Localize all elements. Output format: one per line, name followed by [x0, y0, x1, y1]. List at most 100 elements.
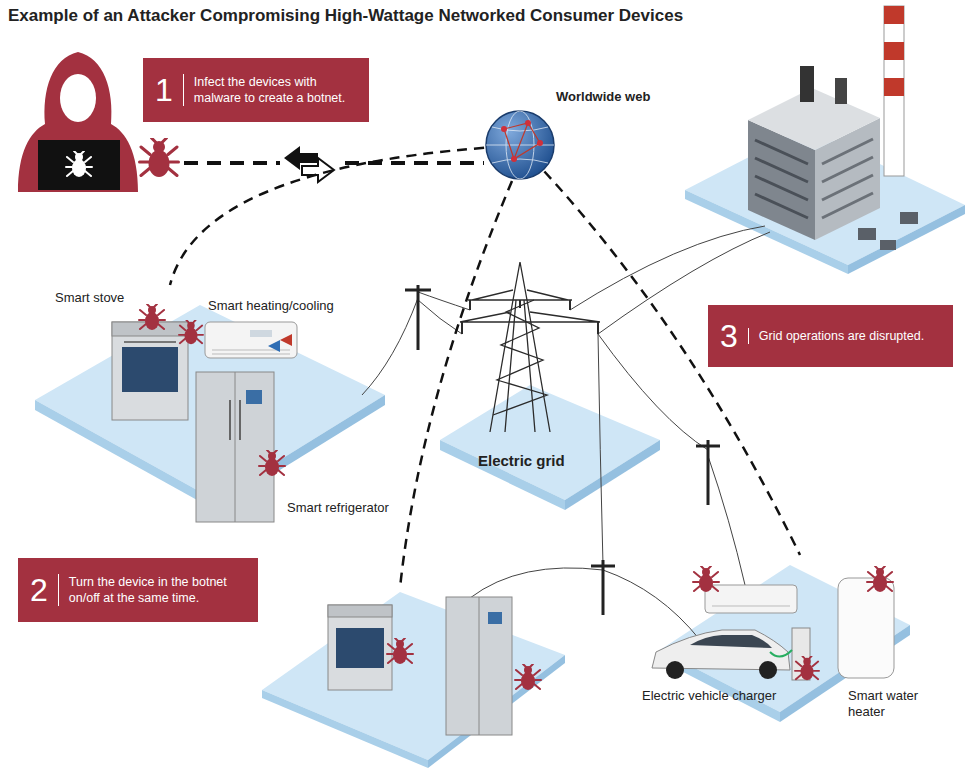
- device-label: Smart water heater: [848, 688, 928, 719]
- power-lines: [603, 570, 700, 640]
- power-plant: [884, 78, 904, 96]
- home-devices-right: [666, 661, 684, 679]
- utility-poles: [405, 285, 431, 350]
- home-devices-right: [867, 566, 893, 592]
- home-devices-left: [112, 304, 297, 522]
- globe-node: [504, 123, 540, 159]
- home-platform-middle: [262, 690, 428, 768]
- power-lines: [418, 300, 462, 334]
- home-platform-middle: [488, 612, 502, 624]
- home-platform-middle: [262, 592, 565, 760]
- power-plant: [800, 66, 814, 102]
- device-label: Electric vehicle charger: [642, 688, 776, 704]
- utility-poles: [696, 440, 720, 505]
- attacker-figure: [18, 52, 138, 192]
- utility-poles: [591, 560, 615, 615]
- callout-number: 2: [30, 574, 58, 606]
- diagram-title: Example of an Attacker Compromising High…: [8, 6, 683, 26]
- power-plant: [884, 6, 904, 176]
- home-devices-left: [196, 372, 274, 522]
- callout-box: 3Grid operations are disrupted.: [708, 305, 953, 367]
- node-label: Worldwide web: [556, 89, 650, 104]
- globe-node: [501, 126, 507, 132]
- malware-bug: [140, 138, 179, 177]
- globe-node: [484, 109, 556, 181]
- transmission-tower: [462, 300, 598, 334]
- power-plant: [685, 6, 965, 274]
- device-label: Smart stove: [55, 290, 124, 306]
- platform-node: Electric grid: [435, 255, 665, 513]
- power-lines: [362, 226, 770, 640]
- home-platform-middle: [328, 605, 392, 617]
- globe-node: [486, 111, 554, 179]
- platform-side: [780, 625, 910, 722]
- globe-node: [504, 123, 540, 159]
- title-wrap: Example of an Attacker Compromising High…: [8, 6, 683, 26]
- home-devices-left: [268, 340, 280, 352]
- home-devices-left: [205, 322, 297, 358]
- home-devices-right: [693, 566, 719, 592]
- label-wrap: Worldwide web: [556, 89, 650, 104]
- power-lines: [570, 226, 765, 310]
- platform-top: [35, 305, 385, 500]
- home-devices-right: [759, 661, 777, 679]
- home-platform-middle: [262, 592, 565, 768]
- platform-side: [660, 650, 780, 722]
- power-plant: [884, 42, 904, 60]
- callout-box: 2Turn the device in the botnet on/off at…: [18, 558, 258, 622]
- home-platform-middle: [479, 597, 480, 735]
- home-devices-left: [250, 330, 272, 337]
- transmission-tower: [468, 290, 572, 300]
- platform-side: [565, 440, 660, 510]
- power-lines: [470, 568, 603, 598]
- platform-side: [440, 440, 565, 510]
- globe-node: [525, 120, 531, 126]
- power-plant: [822, 139, 873, 218]
- callout-text: Turn the device in the botnet on/off at …: [58, 574, 246, 607]
- platform-shape: [435, 255, 665, 525]
- callout-number: 1: [155, 74, 183, 106]
- home-devices-right: [690, 635, 772, 648]
- label-wrap: Smart heating/cooling: [208, 298, 334, 314]
- home-devices-right: [712, 606, 790, 607]
- home-devices-right: [705, 585, 797, 613]
- globe-node: [537, 140, 543, 146]
- home-platform-middle: [328, 605, 392, 690]
- home-devices-left: [124, 341, 176, 343]
- home-platform-middle: [515, 664, 541, 690]
- home-platform-middle: [387, 638, 413, 664]
- power-plant: [880, 240, 896, 250]
- label-wrap: Smart stove: [55, 290, 124, 306]
- label-wrap: Electric vehicle charger: [642, 688, 776, 704]
- power-lines: [362, 298, 418, 395]
- attacker-figure: [38, 140, 120, 190]
- home-devices-left: [280, 334, 292, 346]
- network-link: [170, 148, 484, 285]
- callout-box: 1Infect the devices with malware to crea…: [143, 58, 369, 122]
- home-devices-left: [139, 304, 165, 330]
- attacker-figure: [18, 52, 138, 192]
- platform-node: Electric vehicle charger Smart water heat…: [640, 555, 940, 730]
- power-plant: [848, 205, 965, 274]
- power-plant: [858, 228, 876, 240]
- callout-text: Infect the devices with malware to creat…: [183, 74, 357, 107]
- attacker-figure: [66, 151, 92, 177]
- transmission-tower: [460, 312, 600, 322]
- power-plant: [755, 140, 808, 218]
- label-wrap: Smart water heater: [848, 688, 928, 719]
- globe-node: [511, 156, 517, 162]
- platform-top: [440, 385, 660, 500]
- callout-number: 3: [720, 320, 748, 352]
- platform-side: [215, 395, 385, 510]
- home-platform-middle: [336, 628, 384, 668]
- home-devices-left: [235, 372, 236, 522]
- label-wrap: Smart refrigerator: [287, 500, 389, 516]
- home-devices-left: [230, 400, 240, 440]
- platform-shape: [640, 555, 940, 742]
- power-plant: [835, 78, 847, 104]
- power-plant: [900, 212, 918, 224]
- globe-node: Worldwide web: [484, 109, 556, 181]
- home-devices-left: [112, 322, 188, 420]
- home-devices-right: [838, 578, 894, 678]
